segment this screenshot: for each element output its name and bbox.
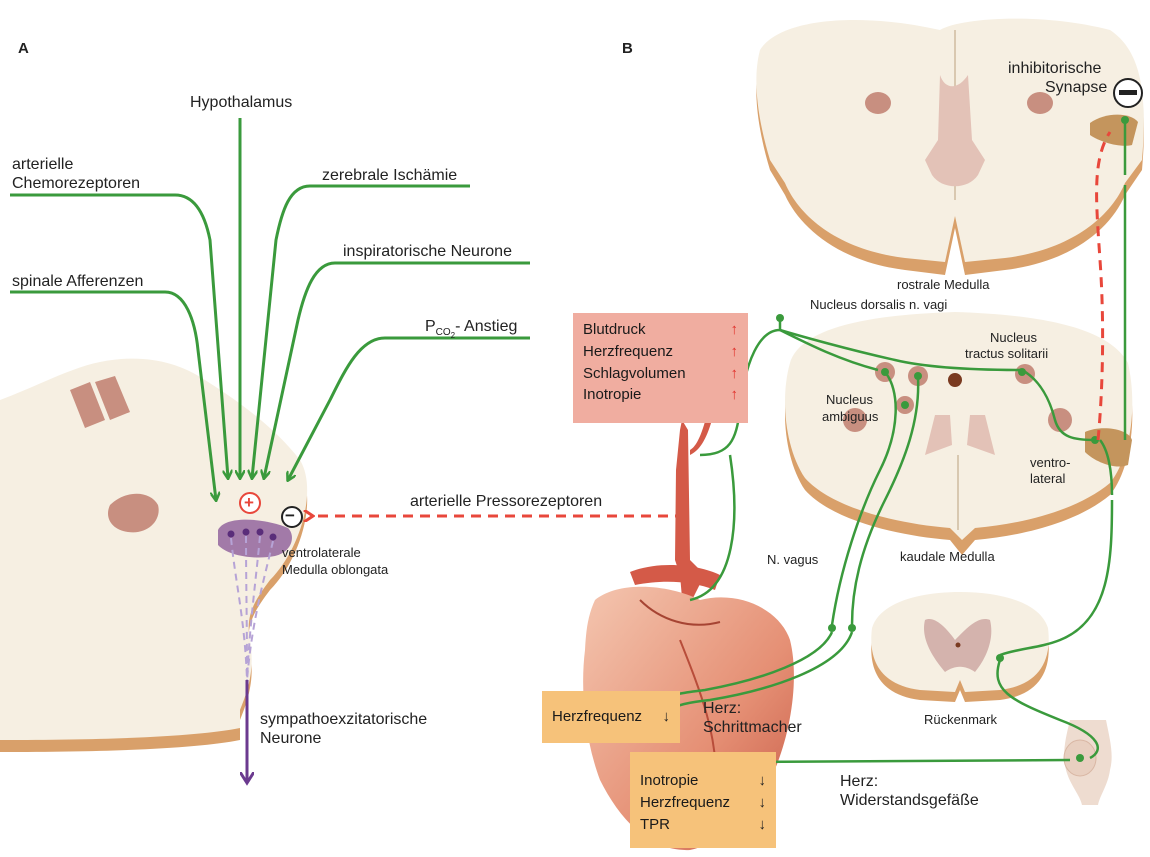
pco2-rest: - Anstieg (455, 318, 517, 335)
spinal-cord-slice (871, 592, 1048, 702)
inhibitory-synapse-label-1: inhibitorische (1008, 60, 1101, 78)
vlm-label-2: Medulla oblongata (282, 563, 388, 578)
effect-row: Inotropie ↓ (640, 770, 766, 792)
ambiguus-label-1: Nucleus (826, 393, 873, 408)
ventrolateral-label-1: ventro- (1030, 456, 1070, 471)
vessels-label-2: Widerstandsgefäße (840, 792, 979, 810)
pressoreceptors-label: arterielle Pressorezeptoren (410, 493, 602, 511)
effect-label: Schlagvolumen (583, 363, 686, 385)
panel-b-label: B (622, 40, 633, 57)
effect-label: Herzfrequenz (583, 341, 673, 363)
effect-label: Inotropie (640, 770, 698, 792)
vlm-label-1: ventrolaterale (282, 546, 361, 561)
effect-row: Herzfrequenz ↓ (640, 792, 766, 814)
sympathetic-label-2: Neurone (260, 730, 321, 748)
effect-row: Blutdruck ↑ (583, 319, 738, 341)
inspiratory-label: inspiratorische Neurone (343, 243, 512, 261)
up-arrow-icon: ↑ (731, 319, 739, 341)
pacemaker-label-2: Schrittmacher (703, 719, 802, 737)
spinal-afferents-label: spinale Afferenzen (12, 273, 143, 291)
effect-row: Inotropie ↑ (583, 384, 738, 406)
hypothalamus-label: Hypothalamus (190, 94, 292, 112)
pco2-p: P (425, 318, 436, 335)
panel-a-label: A (18, 40, 29, 57)
down-arrow-icon: ↓ (759, 792, 767, 814)
ndv-label: Nucleus dorsalis n. vagi (810, 298, 947, 313)
effect-row: Herzfrequenz ↓ (552, 706, 670, 728)
spinal-cord-label: Rückenmark (924, 713, 997, 728)
pacemaker-label-1: Herz: (703, 700, 741, 718)
down-arrow-icon: ↓ (759, 770, 767, 792)
chemoreceptors-label-2: Chemorezeptoren (12, 175, 140, 193)
up-arrow-icon: ↑ (731, 363, 739, 385)
effect-row: Herzfrequenz ↑ (583, 341, 738, 363)
nts-label-1: Nucleus (990, 331, 1037, 346)
effect-label: Herzfrequenz (640, 792, 730, 814)
caudal-medulla-slice (785, 312, 1132, 555)
up-arrow-icon: ↑ (731, 341, 739, 363)
chemoreceptors-label-1: arterielle (12, 156, 73, 174)
contractility-box: Inotropie ↓ Herzfrequenz ↓ TPR ↓ (630, 752, 776, 848)
rostral-medulla-slice (756, 19, 1143, 275)
effect-label: TPR (640, 814, 670, 836)
down-arrow-icon: ↓ (759, 814, 767, 836)
pco2-co: CO (436, 327, 451, 338)
effect-row: TPR ↓ (640, 814, 766, 836)
down-arrow-icon: ↓ (663, 706, 671, 728)
ischemia-label: zerebrale Ischämie (322, 167, 457, 185)
ventrolateral-label-2: lateral (1030, 472, 1065, 487)
plus-sign: + (244, 493, 254, 513)
effect-label: Herzfrequenz (552, 706, 642, 728)
inhibitory-synapse-label-2: Synapse (1045, 79, 1107, 97)
effect-label: Inotropie (583, 384, 641, 406)
caudal-medulla-label: kaudale Medulla (900, 550, 995, 565)
effect-label: Blutdruck (583, 319, 646, 341)
up-arrow-icon: ↑ (731, 384, 739, 406)
vessels-label-1: Herz: (840, 773, 878, 791)
effect-row: Schlagvolumen ↑ (583, 363, 738, 385)
sympathetic-label-1: sympathoexzitatorische (260, 711, 427, 729)
vagus-label: N. vagus (767, 553, 818, 568)
pco2-label: PCO2- Anstieg (425, 318, 517, 340)
vlm-nucleus (218, 520, 292, 558)
rostral-medulla-label: rostrale Medulla (897, 278, 990, 293)
ambiguus-label-2: ambiguus (822, 410, 878, 425)
minus-sign: − (285, 506, 295, 526)
heart-rate-box: Herzfrequenz ↓ (542, 691, 680, 743)
effects-box: Blutdruck↑ Herzfrequenz↑ Schlagvolumen↑ … (573, 313, 748, 423)
nts-label-2: tractus solitarii (965, 347, 1048, 362)
